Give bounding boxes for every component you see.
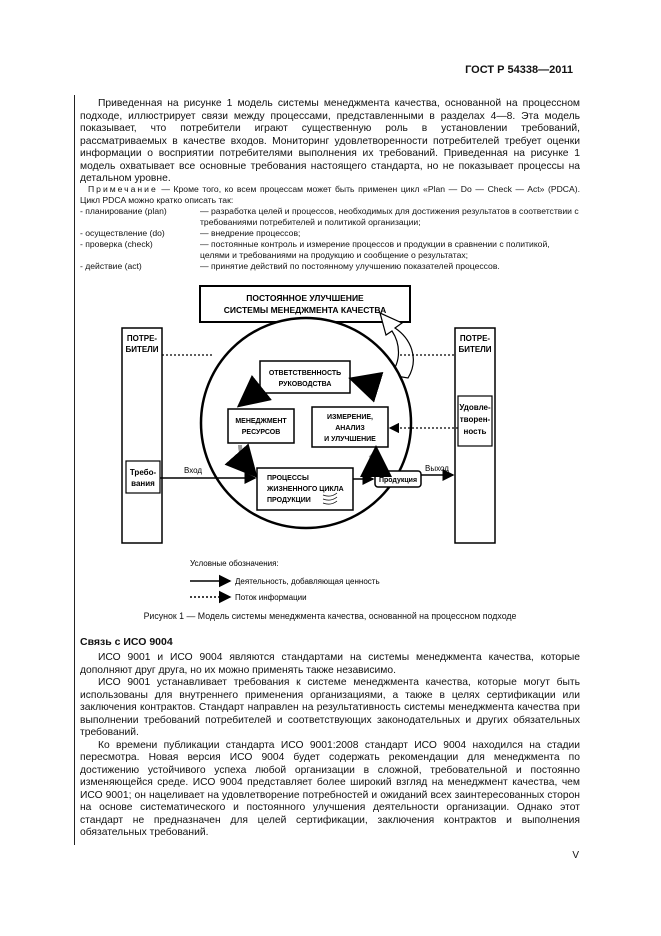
note-label: Примечание <box>88 184 158 194</box>
svg-text:СИСТЕМЫ МЕНЕДЖМЕНТА КАЧЕСТВА: СИСТЕМЫ МЕНЕДЖМЕНТА КАЧЕСТВА <box>224 305 386 315</box>
svg-text:БИТЕЛИ: БИТЕЛИ <box>458 345 491 354</box>
pdca-note: Примечание — Кроме того, ко всем процесс… <box>80 184 580 272</box>
body-paragraph: Ко времени публикации стандарта ИСО 9001… <box>80 739 580 839</box>
svg-text:ПРОДУКЦИИ: ПРОДУКЦИИ <box>267 497 311 504</box>
cycle-arrow <box>236 375 272 408</box>
svg-text:Выход: Выход <box>425 464 449 473</box>
svg-text:вания: вания <box>131 479 155 488</box>
pdca-item-do: - осуществление (do)— внедрение процессо… <box>80 228 301 238</box>
svg-text:Вход: Вход <box>184 466 202 475</box>
svg-text:ЖИЗНЕННОГО ЦИКЛА: ЖИЗНЕННОГО ЦИКЛА <box>266 486 344 493</box>
svg-text:Продукция: Продукция <box>379 477 417 484</box>
svg-text:РЕСУРСОВ: РЕСУРСОВ <box>242 429 281 436</box>
intro-paragraph: Приведенная на рисунке 1 модель системы … <box>80 98 580 184</box>
svg-text:БИТЕЛИ: БИТЕЛИ <box>125 345 158 354</box>
customers-right-column: ПОТРЕ- БИТЕЛИ Удовле- творен- ность <box>454 327 496 544</box>
customers-left-column: ПОТРЕ- БИТЕЛИ Требо- вания <box>121 327 163 544</box>
svg-text:ПОТРЕ-: ПОТРЕ- <box>460 334 491 343</box>
svg-text:творен-: творен- <box>460 415 491 424</box>
intro-text: Приведенная на рисунке 1 модель системы … <box>80 98 580 186</box>
continual-improvement-box: ПОСТОЯННОЕ УЛУЧШЕНИЕ СИСТЕМЫ МЕНЕДЖМЕНТА… <box>199 285 411 323</box>
svg-text:ность: ность <box>464 427 487 436</box>
svg-text:ОТВЕТСТВЕННОСТЬ: ОТВЕТСТВЕННОСТЬ <box>269 370 341 377</box>
qms-model-diagram: ПОСТОЯННОЕ УЛУЧШЕНИЕ СИСТЕМЫ МЕНЕДЖМЕНТА… <box>121 285 496 604</box>
pdca-item-plan: - планирование (plan)— разработка целей … <box>80 206 579 227</box>
svg-text:ИЗМЕРЕНИЕ,: ИЗМЕРЕНИЕ, <box>327 414 373 421</box>
figure-caption: Рисунок 1 — Модель системы менеджмента к… <box>143 611 517 621</box>
management-responsibility-box: ОТВЕТСТВЕННОСТЬ РУКОВОДСТВА <box>259 360 351 394</box>
note-text: — Кроме того, ко всем процессам может бы… <box>80 184 580 205</box>
svg-text:МЕНЕДЖМЕНТ: МЕНЕДЖМЕНТ <box>235 418 287 425</box>
svg-text:И УЛУЧШЕНИЕ: И УЛУЧШЕНИЕ <box>324 436 376 443</box>
svg-text:Удовле-: Удовле- <box>459 403 491 412</box>
body-paragraph: ИСО 9001 устанавливает требования к сист… <box>80 677 580 738</box>
measurement-analysis-box: ИЗМЕРЕНИЕ, АНАЛИЗ И УЛУЧШЕНИЕ <box>311 406 389 448</box>
resource-management-box: МЕНЕДЖМЕНТ РЕСУРСОВ <box>227 408 295 444</box>
pdca-item-act: - действие (act)— принятие действий по п… <box>80 261 500 271</box>
product-realization-box: ПРОЦЕССЫ ЖИЗНЕННОГО ЦИКЛА ПРОДУКЦИИ <box>256 467 354 511</box>
legend: Условные обозначения: Деятельность, доба… <box>190 559 380 604</box>
pdca-item-check: - проверка (check)— постоянные контроль … <box>80 239 550 260</box>
product-box: Продукция <box>374 470 422 488</box>
document-header: ГОСТ Р 54338—2011 <box>465 64 573 76</box>
body-text: ИСО 9001 и ИСО 9004 являются стандартами… <box>80 652 580 840</box>
svg-text:Деятельность, добавляющая ценн: Деятельность, добавляющая ценность <box>235 577 380 586</box>
requirements-box <box>125 460 161 494</box>
body-paragraph: ИСО 9001 и ИСО 9004 являются стандартами… <box>80 652 580 676</box>
section-title: Связь с ИСО 9004 <box>80 636 173 648</box>
page-number: V <box>572 850 579 861</box>
svg-text:ПРОЦЕССЫ: ПРОЦЕССЫ <box>267 475 309 482</box>
svg-text:ПОСТОЯННОЕ УЛУЧШЕНИЕ: ПОСТОЯННОЕ УЛУЧШЕНИЕ <box>246 293 364 303</box>
satisfaction-box <box>457 395 493 447</box>
svg-text:Поток информации: Поток информации <box>235 593 307 602</box>
cycle-arrow <box>348 371 384 403</box>
cycle-arrow <box>359 445 392 478</box>
svg-text:Требо-: Требо- <box>130 468 157 477</box>
change-bar <box>74 95 75 845</box>
svg-text:АНАЛИЗ: АНАЛИЗ <box>335 425 365 432</box>
svg-text:Условные обозначения:: Условные обозначения: <box>190 559 279 568</box>
svg-text:РУКОВОДСТВА: РУКОВОДСТВА <box>279 381 332 388</box>
svg-text:ПОТРЕ-: ПОТРЕ- <box>127 334 158 343</box>
